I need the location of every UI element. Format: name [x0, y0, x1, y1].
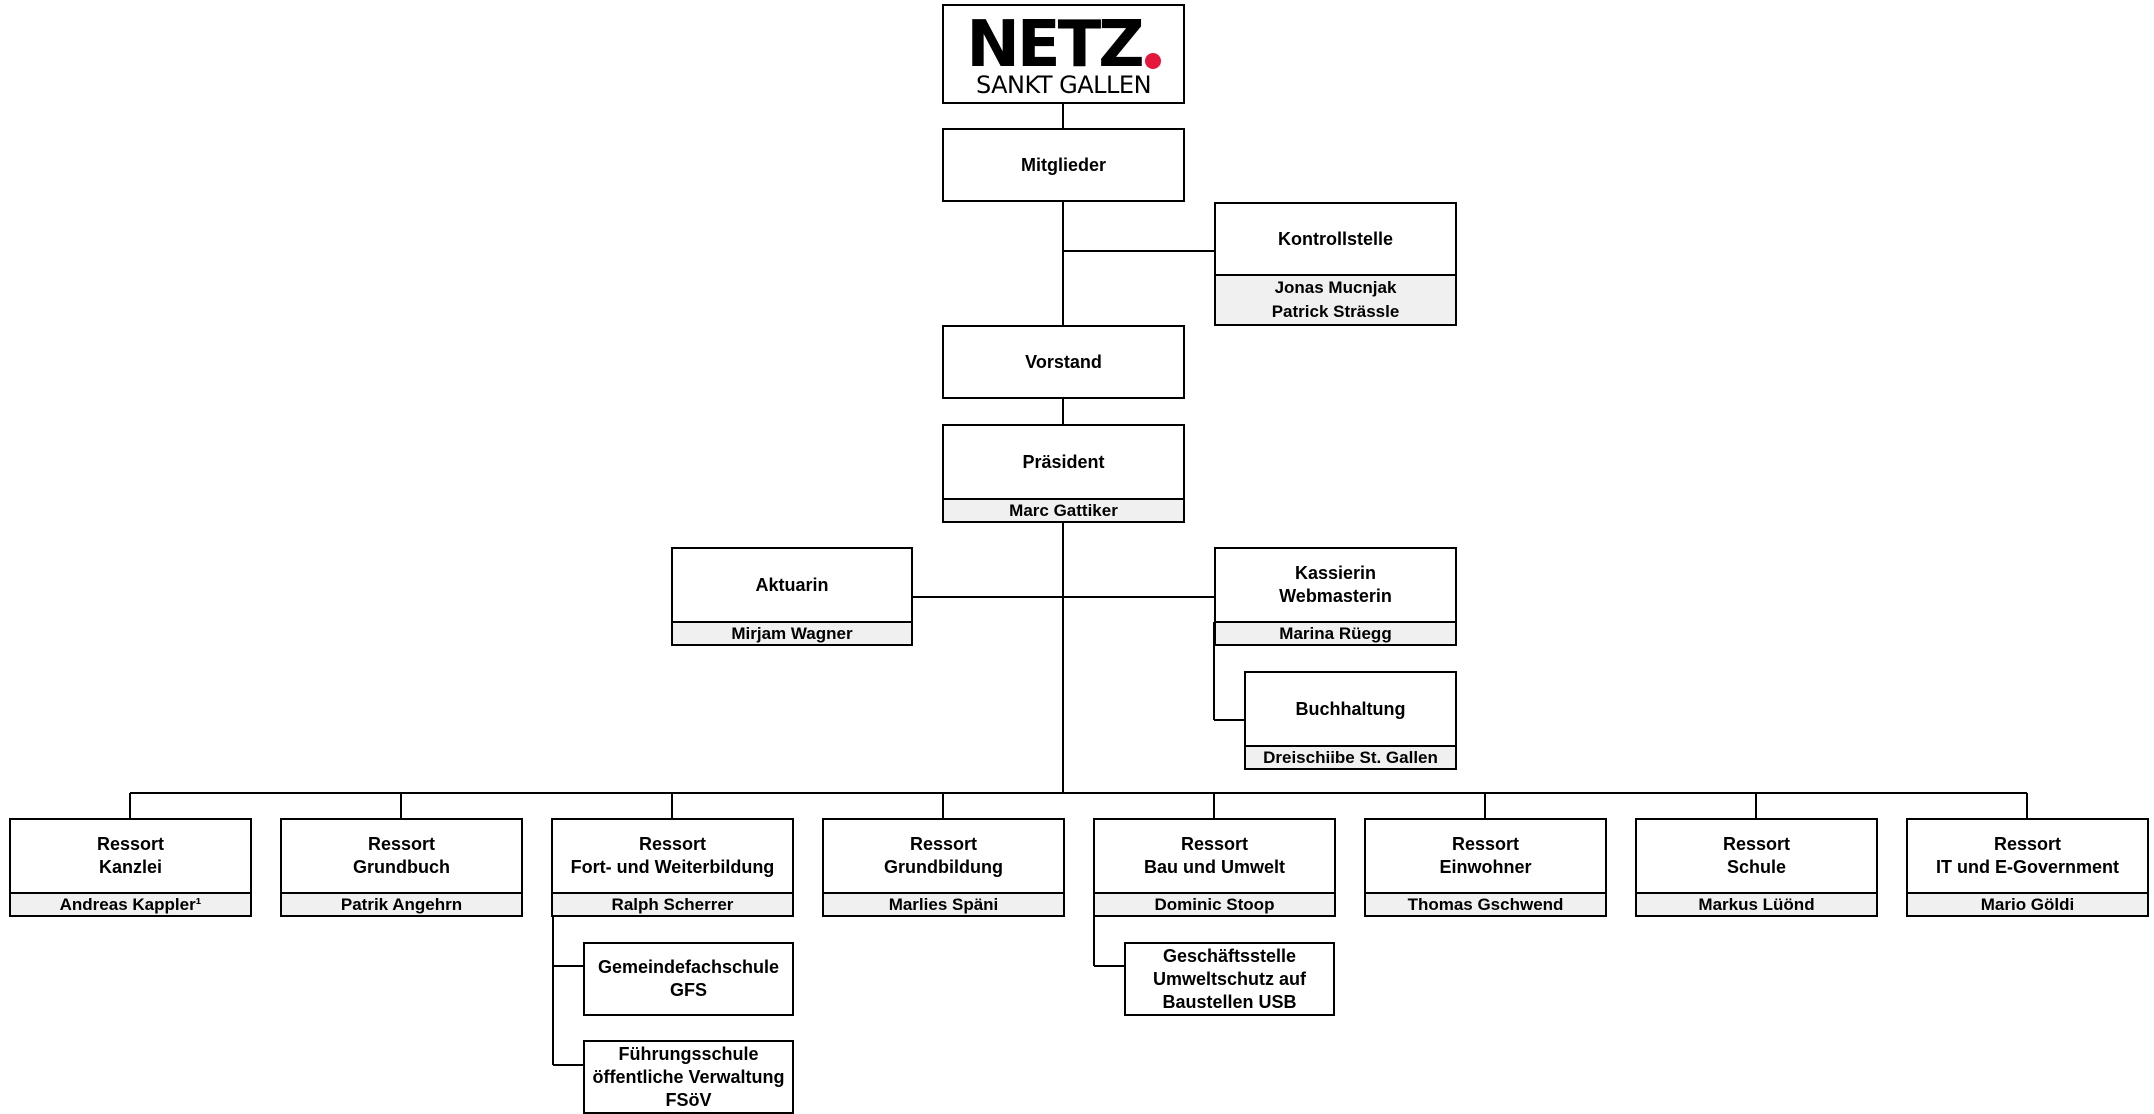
- ressort-person: Dominic Stoop: [1154, 895, 1275, 914]
- ressort-title-line: Ressort: [1451, 834, 1520, 854]
- kontrollstelle-member: Patrick Strässle: [1271, 302, 1400, 321]
- ressort-grundbildung-box: Ressort Grundbildung Marlies Späni: [822, 818, 1065, 917]
- ressort-title-line: Grundbildung: [884, 857, 1003, 877]
- ressort-title-line: Ressort: [638, 834, 707, 854]
- ressort-einwohner-box: Ressort Einwohner Thomas Gschwend: [1364, 818, 1607, 917]
- aktuarin-title: Aktuarin: [755, 574, 829, 595]
- fsoev-box: Führungsschule öffentliche Verwaltung FS…: [583, 1040, 794, 1114]
- ressort-person: Markus Lüönd: [1698, 895, 1815, 914]
- gfs-title-line: Gemeindefachschule: [597, 957, 780, 977]
- aktuarin-person: Mirjam Wagner: [731, 624, 853, 643]
- ressort-title-line: Ressort: [96, 834, 165, 854]
- buchhaltung-box: Buchhaltung Dreischiibe St. Gallen: [1244, 671, 1457, 770]
- ressort-it-egovernment-box: Ressort IT und E-Government Mario Göldi: [1906, 818, 2149, 917]
- ressort-title-line: Einwohner: [1439, 857, 1532, 877]
- mitglieder-title: Mitglieder: [1020, 154, 1106, 175]
- ressort-person: Marlies Späni: [888, 895, 999, 914]
- praesident-title: Präsident: [1022, 451, 1105, 472]
- netz-logo: NETZ SANKT GALLEN: [942, 4, 1185, 104]
- fsoev-title-line: öffentliche Verwaltung: [592, 1066, 785, 1087]
- ressort-title-line: Grundbuch: [353, 857, 450, 877]
- logo-dot: [1144, 53, 1161, 69]
- usb-title-line: Umweltschutz auf: [1152, 968, 1307, 989]
- ressort-title-line: Ressort: [1993, 834, 2062, 854]
- gfs-title-line: GFS: [669, 980, 707, 1000]
- kassierin-person: Marina Rüegg: [1279, 624, 1392, 643]
- ressort-title-line: Ressort: [909, 834, 978, 854]
- vorstand-box: Vorstand: [942, 325, 1185, 399]
- usb-title-line: Baustellen USB: [1162, 991, 1297, 1012]
- ressort-grundbuch-box: Ressort Grundbuch Patrik Angehrn: [280, 818, 523, 917]
- ressort-person: Ralph Scherrer: [611, 895, 734, 914]
- ressort-bau-umwelt-box: Ressort Bau und Umwelt Dominic Stoop: [1093, 818, 1336, 917]
- ressort-person: Patrik Angehrn: [340, 895, 463, 914]
- kontrollstelle-member: Jonas Mucnjak: [1274, 278, 1397, 297]
- ressort-title-line: Bau und Umwelt: [1143, 857, 1285, 877]
- ressort-title-line: Ressort: [1722, 834, 1791, 854]
- kassierin-title-line: Kassierin: [1294, 563, 1377, 583]
- usb-box: Geschäftsstelle Umweltschutz auf Baustel…: [1124, 942, 1335, 1016]
- praesident-person: Marc Gattiker: [1009, 501, 1118, 520]
- ressort-person: Mario Göldi: [1980, 895, 2075, 914]
- ressort-kanzlei-box: Ressort Kanzlei Andreas Kappler¹: [9, 818, 252, 917]
- ressort-person: Thomas Gschwend: [1407, 895, 1564, 914]
- kassierin-title-line: Webmasterin: [1279, 586, 1392, 606]
- fsoev-title-line: FSöV: [665, 1089, 712, 1110]
- ressort-title-line: Ressort: [1180, 834, 1249, 854]
- ressort-title-line: Fort- und Weiterbildung: [570, 857, 775, 877]
- praesident-box: Präsident Marc Gattiker: [942, 424, 1185, 523]
- ressort-person: Andreas Kappler¹: [59, 895, 202, 914]
- buchhaltung-person: Dreischiibe St. Gallen: [1263, 748, 1438, 767]
- logo-city: SANKT GALLEN: [975, 71, 1152, 99]
- kassierin-box: Kassierin Webmasterin Marina Rüegg: [1214, 547, 1457, 646]
- ressort-title-line: Ressort: [367, 834, 436, 854]
- usb-title-line: Geschäftsstelle: [1162, 945, 1297, 966]
- buchhaltung-title: Buchhaltung: [1295, 698, 1406, 719]
- aktuarin-box: Aktuarin Mirjam Wagner: [671, 547, 913, 646]
- kontrollstelle-title: Kontrollstelle: [1277, 228, 1393, 249]
- gfs-box: Gemeindefachschule GFS: [583, 942, 794, 1016]
- ressort-title-line: Schule: [1726, 857, 1787, 877]
- fsoev-title-line: Führungsschule: [618, 1043, 759, 1064]
- logo-word: NETZ: [966, 8, 1144, 82]
- vorstand-title: Vorstand: [1025, 351, 1102, 372]
- ressort-title-line: IT und E-Government: [1935, 857, 2119, 877]
- kontrollstelle-box: Kontrollstelle Jonas Mucnjak Patrick Str…: [1214, 202, 1457, 326]
- ressort-weiterbildung-box: Ressort Fort- und Weiterbildung Ralph Sc…: [551, 818, 794, 917]
- ressort-schule-box: Ressort Schule Markus Lüönd: [1635, 818, 1878, 917]
- mitglieder-box: Mitglieder: [942, 128, 1185, 202]
- ressort-title-line: Kanzlei: [98, 857, 163, 877]
